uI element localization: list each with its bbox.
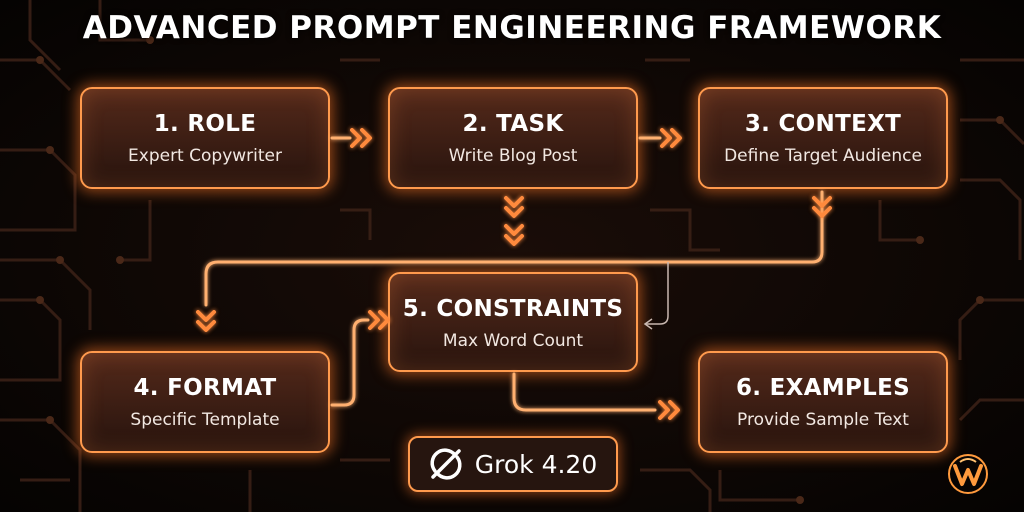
page-title: ADVANCED PROMPT ENGINEERING FRAMEWORK	[82, 10, 942, 46]
badge-label: Grok 4.20	[474, 449, 598, 479]
step-subtitle: Expert Copywriter	[128, 146, 282, 166]
grok-badge: Grok 4.20	[408, 436, 618, 492]
step-examples-card: 6. EXAMPLES Provide Sample Text	[698, 351, 948, 453]
step-format-card: 4. FORMAT Specific Template	[80, 351, 330, 453]
step-heading: 4. FORMAT	[133, 375, 277, 401]
step-heading: 3. CONTEXT	[744, 111, 902, 137]
step-task-card: 2. TASK Write Blog Post	[388, 87, 638, 189]
step-role-card: 1. ROLE Expert Copywriter	[80, 87, 330, 189]
step-constraints-card: 5. CONSTRAINTS Max Word Count	[388, 272, 638, 372]
step-subtitle: Provide Sample Text	[737, 410, 909, 430]
step-subtitle: Define Target Audience	[724, 146, 922, 166]
step-heading: 5. CONSTRAINTS	[402, 296, 624, 322]
step-heading: 2. TASK	[462, 111, 564, 137]
grok-logo-icon	[430, 448, 462, 480]
step-heading: 6. EXAMPLES	[736, 375, 910, 401]
step-heading: 1. ROLE	[153, 111, 257, 137]
step-subtitle: Specific Template	[130, 410, 280, 430]
w-logo-icon	[948, 454, 988, 494]
step-subtitle: Write Blog Post	[448, 146, 578, 166]
step-context-card: 3. CONTEXT Define Target Audience	[698, 87, 948, 189]
step-subtitle: Max Word Count	[442, 331, 584, 351]
